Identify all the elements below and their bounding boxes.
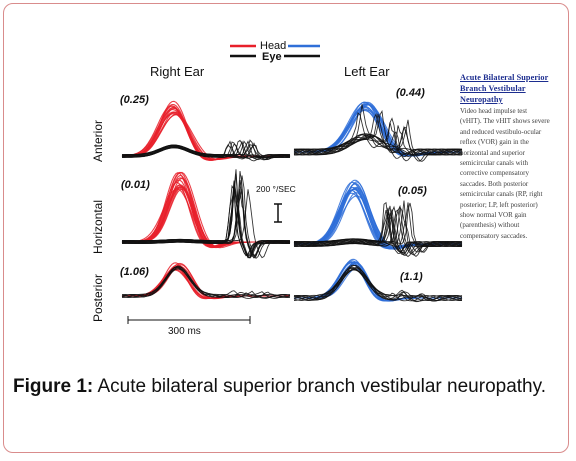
gain-right-posterior: (1.06) [120, 266, 149, 278]
right-anterior-head-trace [122, 107, 290, 161]
time-scale-bar: 300 ms [127, 316, 251, 337]
figure-frame [3, 3, 569, 453]
right-horizontal-eye-trace [121, 184, 291, 257]
vhit-plots: Head Eye Right Ear Left Ear Anterior Hor… [91, 40, 463, 337]
trace-panels [121, 100, 463, 303]
left-posterior-eye-trace [293, 264, 463, 303]
gain-left-horizontal: (0.05) [398, 185, 427, 197]
velocity-scale-label: 200 °/SEC [256, 184, 296, 194]
left-anterior-head-trace [294, 101, 462, 157]
caption-label: Figure 1: [13, 376, 94, 397]
row-label-horizontal: Horizontal [91, 200, 105, 254]
right-anterior-head-trace [122, 107, 290, 161]
left-horizontal-eye-trace [293, 207, 463, 253]
left-anterior-head-trace [294, 101, 462, 157]
gain-left-anterior: (0.44) [396, 87, 425, 99]
right-posterior-eye-trace [121, 265, 291, 299]
left-horizontal-eye-trace [294, 201, 463, 254]
legend-head-label: Head [260, 40, 286, 52]
left-anterior-eye-trace [293, 112, 463, 156]
gain-left-posterior: (1.1) [400, 271, 423, 283]
left-anterior-head-trace [294, 103, 462, 157]
caption-text: Acute bilateral superior branch vestibul… [93, 376, 546, 397]
sidebar-title: Acute Bilateral Superior Branch Vestibul… [460, 73, 549, 104]
figure-caption: Figure 1: Acute bilateral superior branc… [13, 374, 553, 399]
right-anterior-head-trace [122, 106, 290, 161]
figure-sidebar: Acute Bilateral Superior Branch Vestibul… [460, 72, 550, 241]
velocity-scale-bar: 200 °/SEC [256, 184, 296, 223]
right-anterior-eye-trace [121, 144, 291, 160]
left-posterior-eye-trace [293, 267, 463, 302]
right-posterior-eye-trace [121, 266, 291, 298]
left-anterior-eye-trace [293, 119, 463, 162]
right-horizontal-eye-trace [121, 189, 291, 259]
column-header-right-ear: Right Ear [150, 64, 205, 79]
right-horizontal-eye-trace [121, 188, 291, 259]
right-anterior-head-trace [121, 108, 290, 161]
right-anterior-eye-trace [121, 140, 291, 159]
right-anterior-eye-trace [121, 141, 291, 159]
vhit-figure: Head Eye Right Ear Left Ear Anterior Hor… [24, 24, 552, 344]
left-anterior-eye-trace [293, 125, 463, 162]
left-anterior-eye-trace [293, 104, 463, 156]
left-posterior-eye-trace [293, 268, 463, 301]
right-posterior-eye-trace [121, 266, 291, 298]
left-horizontal-head-trace [294, 192, 462, 249]
left-anterior-eye-trace [293, 125, 463, 157]
right-anterior-eye-trace [121, 140, 291, 159]
left-horizontal-eye-trace [293, 204, 463, 256]
gain-right-horizontal: (0.01) [121, 179, 150, 191]
left-posterior-eye-trace [293, 269, 463, 302]
legend-eye-label: Eye [262, 51, 282, 63]
right-anterior-head-trace [121, 105, 290, 161]
row-label-posterior: Posterior [91, 274, 105, 322]
left-anterior-eye-trace [293, 131, 463, 157]
sidebar-body: Video head impulse test (vHIT). The vHIT… [460, 107, 550, 240]
right-horizontal-eye-trace [121, 189, 291, 259]
right-horizontal-eye-trace [121, 188, 291, 259]
column-header-left-ear: Left Ear [344, 64, 390, 79]
left-anterior-eye-trace [293, 112, 463, 156]
gain-right-anterior: (0.25) [120, 94, 149, 106]
legend: Head Eye [230, 40, 320, 63]
left-anterior-head-trace [294, 101, 462, 157]
time-scale-label: 300 ms [168, 326, 201, 337]
row-label-anterior: Anterior [91, 120, 105, 162]
